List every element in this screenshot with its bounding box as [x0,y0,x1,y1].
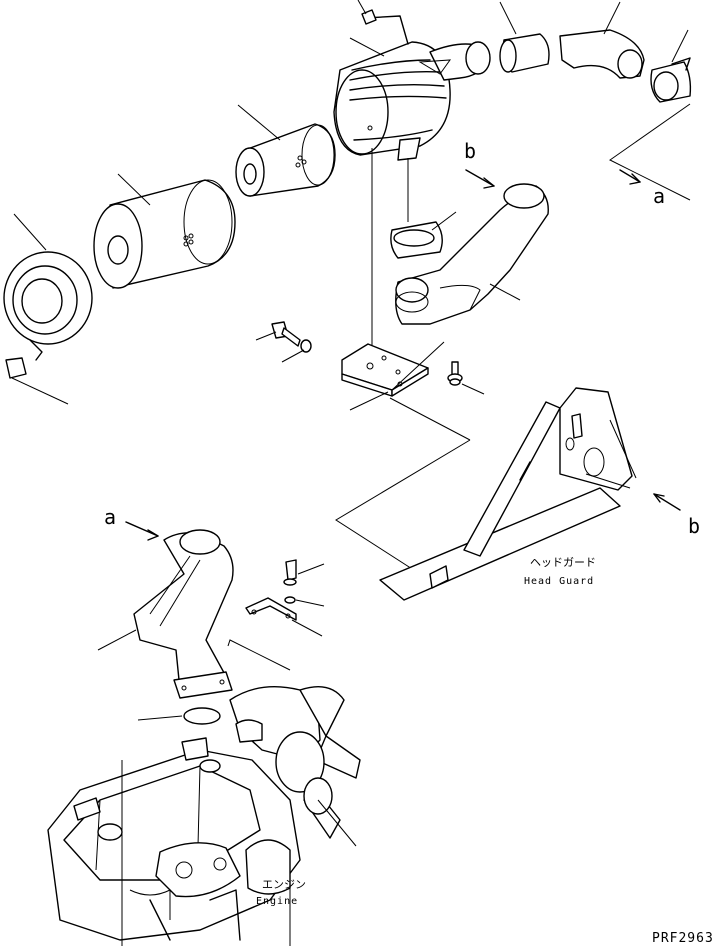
flange-bolt [447,361,485,395]
engine [47,737,301,946]
engine-label-jp: エンジン [262,878,306,891]
callout-a-bottom: a [104,505,116,529]
air-cleaner-body [333,0,491,161]
bolt-and-washer [255,321,312,363]
intake-pipe-upper [390,211,457,259]
air-cleaner-cover [3,213,93,405]
intake-manifold-pipe [97,529,234,699]
callout-b-top: b [464,139,476,163]
mounting-bracket [341,341,471,441]
cooling-fan [229,685,361,847]
outer-filter-element [93,173,236,289]
gasket [137,707,221,725]
callout-b-right: b [688,514,700,538]
clamp-bracket [245,559,325,637]
callout-a-top: a [653,184,665,208]
intake-elbow-pipe [395,183,549,325]
drawing-code: PRF2963 [652,931,714,946]
head-guard-label-en: Head Guard [524,576,594,587]
intake-hose-clamps [499,1,692,103]
engine-label-en: Engine [256,896,298,907]
head-guard-label-jp: ヘッドガード [530,556,596,569]
inner-filter-element [235,104,336,197]
head-guard [379,387,637,601]
